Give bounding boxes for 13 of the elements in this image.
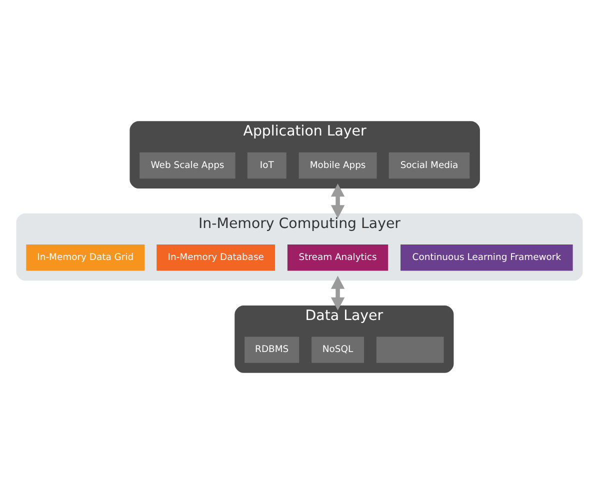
node-box: Mobile Apps — [298, 152, 377, 179]
arrow — [330, 276, 345, 310]
node-box: Web Scale Apps — [140, 152, 236, 179]
node-box: In-Memory Database — [156, 244, 276, 271]
arrow — [330, 184, 345, 218]
node-box: In-Memory Data Grid — [26, 244, 145, 271]
node-box: Stream Analytics — [287, 244, 388, 271]
node-box: Continuous Learning Framework — [400, 244, 573, 271]
node-box: RDBMS — [244, 336, 300, 363]
node-box — [376, 336, 444, 363]
node-box: NoSQL — [312, 336, 364, 363]
node-box: IoT — [247, 152, 286, 179]
node-box: Social Media — [388, 152, 470, 179]
